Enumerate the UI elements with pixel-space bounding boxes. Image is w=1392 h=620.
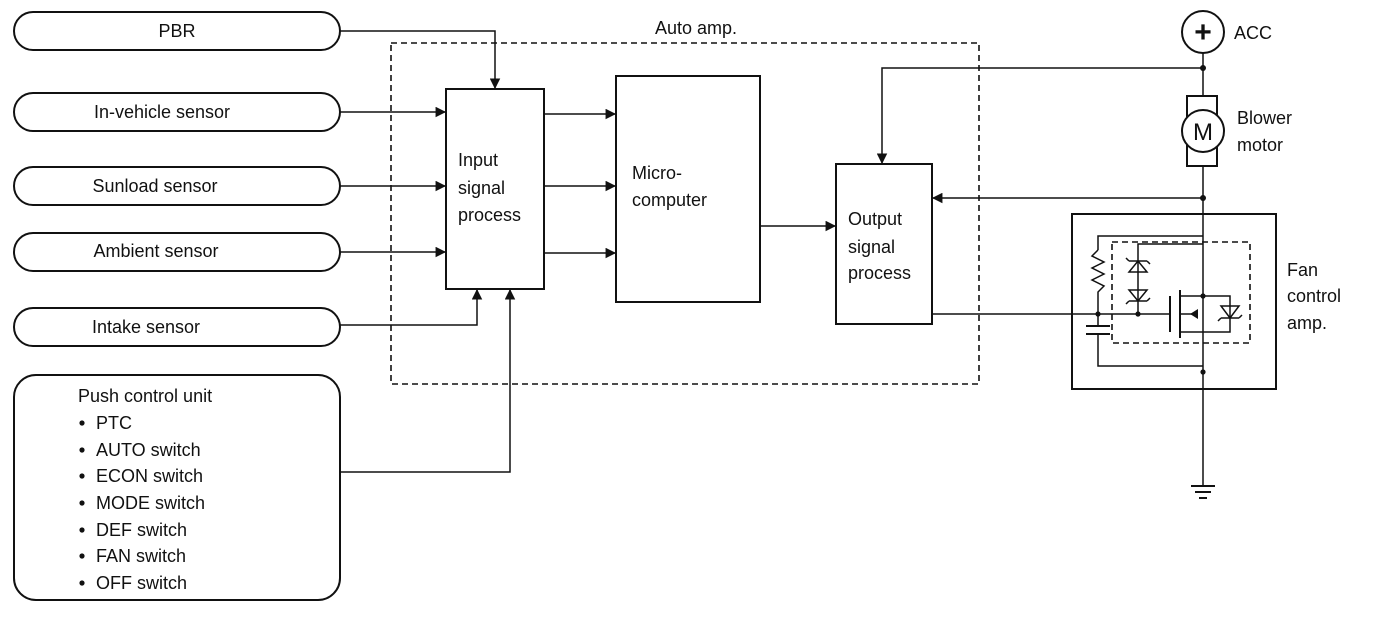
- diode-symbol: [1217, 305, 1243, 322]
- output-block-line: signal: [848, 237, 895, 257]
- push-control-item: PTC: [96, 413, 132, 433]
- push-control-item: AUTO switch: [96, 440, 201, 460]
- blower-motor-label: Blower: [1237, 108, 1292, 128]
- sensor-intake: Intake sensor: [13, 307, 341, 347]
- fan-amp-label: amp.: [1287, 313, 1327, 333]
- signal-connections: [340, 30, 1203, 473]
- fan-amp-label: control: [1287, 286, 1341, 306]
- output-block-line: process: [848, 263, 911, 283]
- acc-supply: + ACC: [1181, 10, 1272, 96]
- output-block-line: Output: [848, 209, 902, 229]
- sensor-intake-label: Intake sensor: [92, 317, 200, 337]
- push-control-item: FAN switch: [96, 546, 186, 566]
- auto-amp-boundary: Auto amp.: [390, 18, 980, 385]
- sensor-in-vehicle-label: In-vehicle sensor: [94, 102, 230, 122]
- push-control-title: Push control unit: [78, 386, 212, 406]
- sensor-pbr-label: PBR: [158, 21, 195, 41]
- sensor-sunload-label: Sunload sensor: [92, 176, 217, 196]
- zener-diode-symbol: [1125, 257, 1151, 273]
- input-block-line: signal: [458, 178, 505, 198]
- fan-control-amp: Fan control amp.: [1071, 213, 1341, 390]
- resistor-symbol: [1090, 249, 1106, 314]
- sensor-ambient-label: Ambient sensor: [93, 241, 218, 261]
- motor-symbol: M: [1193, 119, 1213, 146]
- output-signal-process-block: Output signal process: [835, 163, 933, 325]
- input-signal-process-block: Input signal process: [445, 88, 545, 290]
- push-control-item-list: PTC AUTO switch ECON switch MODE switch …: [79, 413, 205, 593]
- sensor-in-vehicle: In-vehicle sensor: [13, 92, 341, 132]
- push-control-unit: Push control unit PTC AUTO switch ECON s…: [13, 374, 341, 601]
- push-control-item: MODE switch: [96, 493, 205, 513]
- fan-amp-label: Fan: [1287, 260, 1318, 280]
- push-control-item: ECON switch: [96, 466, 203, 486]
- auto-amp-title: Auto amp.: [655, 18, 737, 38]
- push-control-item: DEF switch: [96, 520, 187, 540]
- acc-plus-symbol: +: [1194, 16, 1212, 49]
- ground-icon: [1191, 485, 1215, 499]
- zener-diode-symbol: [1125, 289, 1151, 305]
- blower-motor-label: motor: [1237, 135, 1283, 155]
- micro-block-line: Micro-: [632, 163, 682, 183]
- push-control-item: OFF switch: [96, 573, 187, 593]
- sensor-sunload: Sunload sensor: [13, 166, 341, 206]
- input-block-line: Input: [458, 150, 498, 170]
- acc-label: ACC: [1234, 23, 1272, 43]
- micro-block-line: computer: [632, 190, 707, 210]
- input-block-line: process: [458, 205, 521, 225]
- sensor-pbr: PBR: [13, 11, 341, 51]
- microcomputer-block: Micro- computer: [615, 75, 761, 303]
- blower-motor: M Blower motor: [1181, 95, 1292, 485]
- sensor-ambient: Ambient sensor: [13, 232, 341, 272]
